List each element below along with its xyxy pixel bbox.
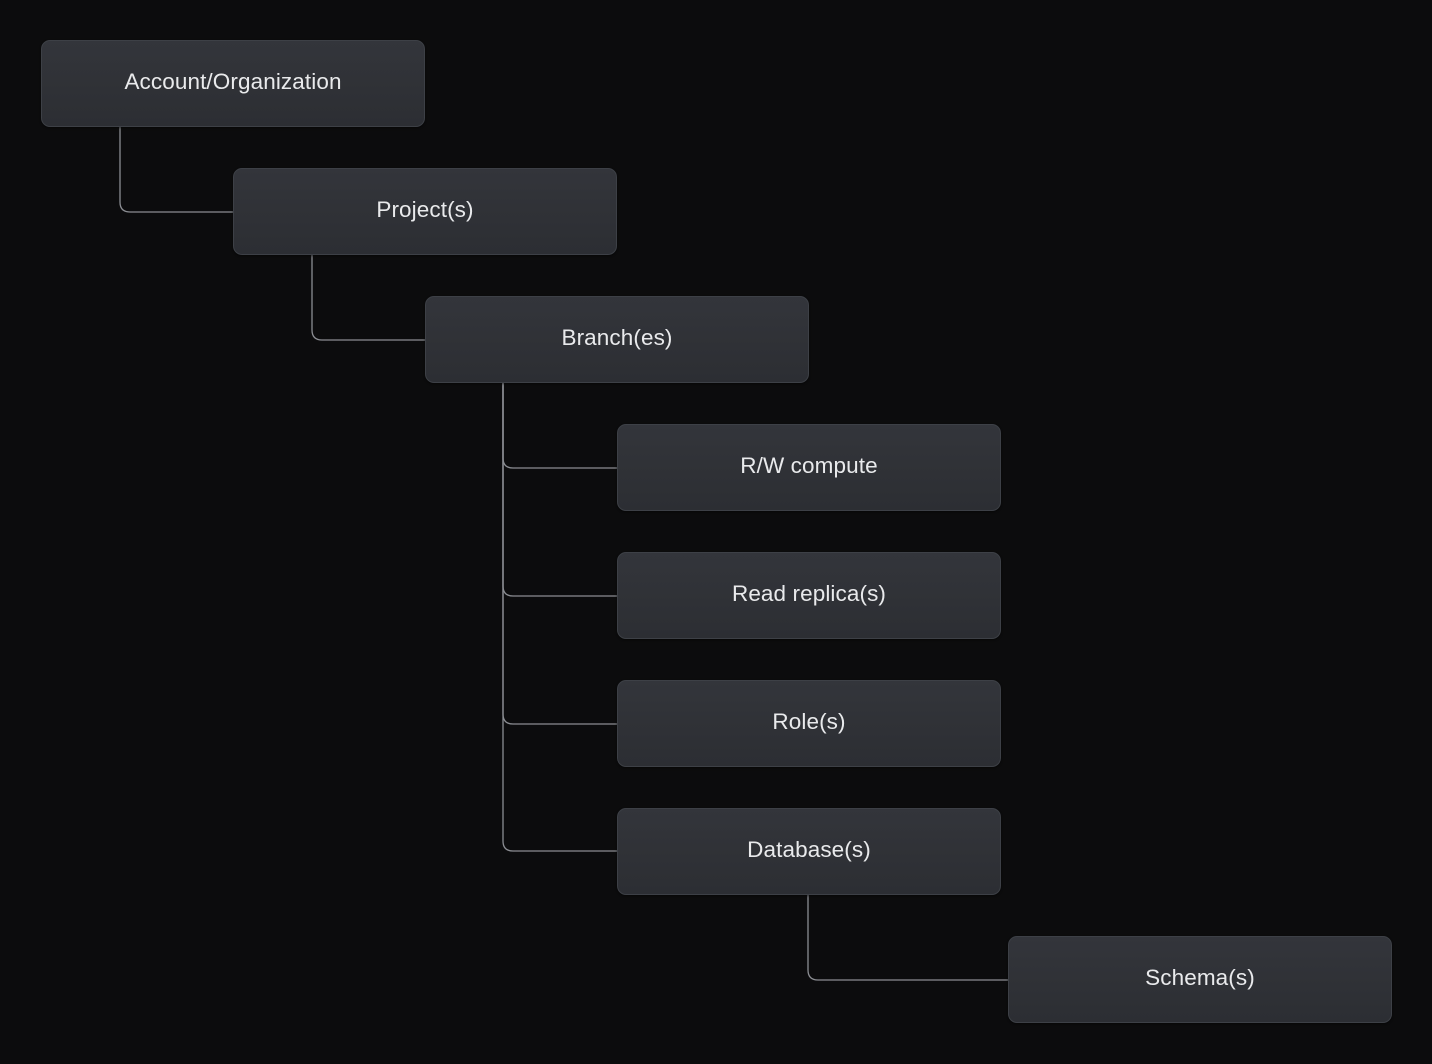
node-role[interactable]: Role(s) (617, 680, 1001, 767)
edge-project-to-branch (311, 254, 426, 341)
node-read-replica[interactable]: Read replica(s) (617, 552, 1001, 639)
node-schema[interactable]: Schema(s) (1008, 936, 1392, 1023)
node-account[interactable]: Account/Organization (41, 40, 425, 127)
edge-branch-to-rw-compute (502, 382, 618, 469)
node-label-database: Database(s) (747, 837, 871, 863)
node-label-schema: Schema(s) (1145, 965, 1255, 991)
node-rw-compute[interactable]: R/W compute (617, 424, 1001, 511)
node-database[interactable]: Database(s) (617, 808, 1001, 895)
node-label-branch: Branch(es) (561, 325, 673, 351)
node-branch[interactable]: Branch(es) (425, 296, 809, 383)
edge-branch-to-read-replica (502, 382, 618, 597)
edge-branch-to-database (502, 382, 618, 852)
node-project[interactable]: Project(s) (233, 168, 617, 255)
edge-account-to-project (119, 126, 234, 213)
node-label-read-replica: Read replica(s) (731, 581, 887, 607)
node-label-account: Account/Organization (124, 69, 342, 95)
edge-database-to-schema (807, 894, 1009, 981)
node-label-project: Project(s) (376, 197, 474, 223)
node-label-role: Role(s) (772, 709, 846, 735)
edge-branch-to-role (502, 382, 618, 725)
node-label-rw-compute: R/W compute (740, 453, 878, 479)
